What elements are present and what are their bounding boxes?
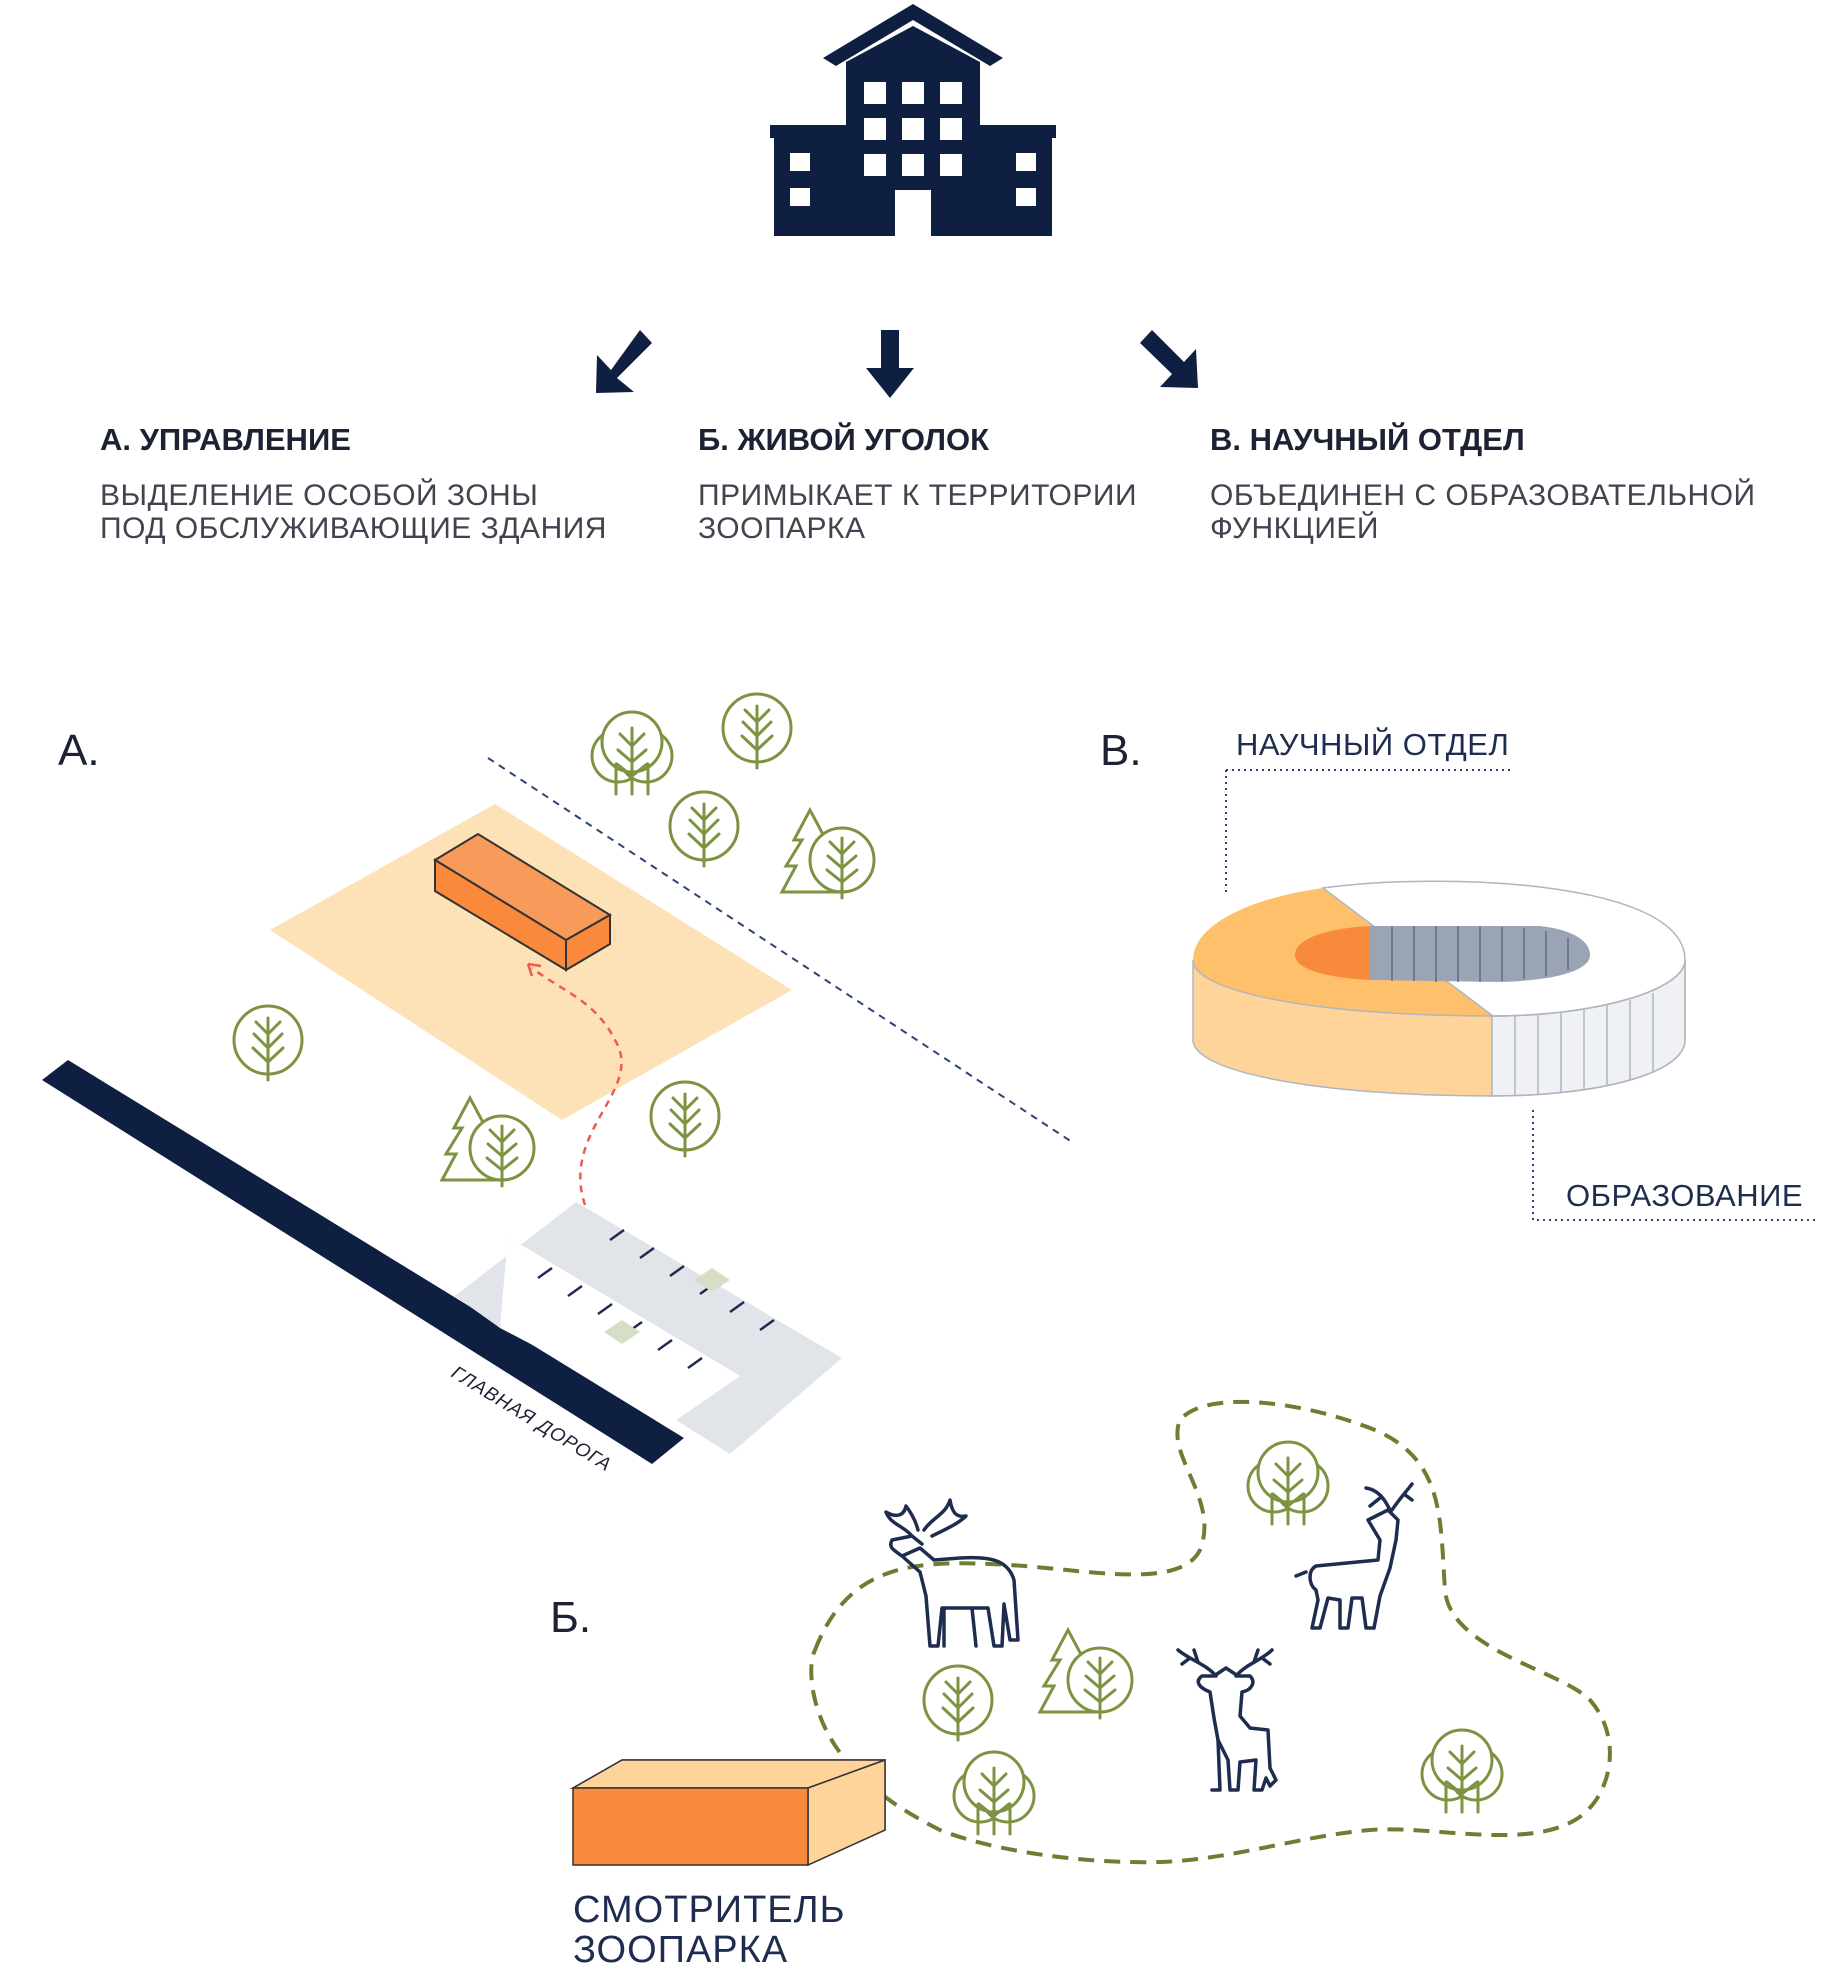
arrow-down-left-icon [596, 330, 652, 393]
zoo-territory-boundary [809, 1399, 1612, 1865]
tree-icon [922, 1664, 994, 1742]
leader-line-education [1532, 1110, 1815, 1221]
deer-icon [1294, 1482, 1414, 1630]
leader-line-science [1225, 769, 1512, 892]
section-a-letter: А. [58, 726, 100, 775]
tree-icon [780, 808, 876, 900]
tree-icon [721, 692, 793, 770]
deer-icon [1176, 1648, 1278, 1792]
column-desc-v-line2: ФУНКЦИЕЙ [1210, 511, 1379, 545]
column-desc-b-line2: ЗООПАРКА [698, 512, 866, 545]
label-education: ОБРАЗОВАНИЕ [1566, 1178, 1803, 1213]
service-zone [270, 804, 792, 1120]
tree-icon [590, 710, 674, 796]
moose-icon [884, 1498, 1020, 1648]
arrow-down-right-icon [1140, 330, 1198, 388]
service-building [433, 832, 612, 972]
label-science: НАУЧНЫЙ ОТДЕЛ [1236, 726, 1509, 762]
tree-icon [232, 1004, 304, 1082]
section-v-letter: В. [1100, 726, 1142, 775]
tree-icon [952, 1750, 1036, 1836]
section-b-letter: Б. [550, 1593, 591, 1642]
main-road [42, 1060, 684, 1464]
column-desc-v-line1: ОБЪЕДИНЕН С ОБРАЗОВАТЕЛЬНОЙ [1210, 478, 1756, 512]
column-desc-a-line1: ВЫДЕЛЕНИЕ ОСОБОЙ ЗОНЫ [100, 478, 538, 512]
arrow-down-icon [866, 330, 914, 398]
tree-icon [440, 1096, 536, 1188]
zoo-keeper-label-line2: ЗООПАРКА [573, 1929, 788, 1971]
tree-icon [668, 790, 740, 868]
tree-icon [1420, 1728, 1504, 1814]
tree-icon [649, 1080, 721, 1158]
parking-lot [455, 1202, 842, 1454]
access-path [531, 967, 623, 1206]
access-arrowhead [526, 962, 542, 977]
tree-icon [1246, 1440, 1330, 1526]
tree-icon [1038, 1628, 1134, 1720]
column-title-b: Б. ЖИВОЙ УГОЛОК [698, 421, 989, 457]
column-title-v: В. НАУЧНЫЙ ОТДЕЛ [1210, 421, 1525, 457]
column-desc-b-line1: ПРИМЫКАЕТ К ТЕРРИТОРИИ [698, 479, 1137, 512]
donut-diagram [1192, 880, 1686, 1097]
zoo-keeper-building [570, 1758, 886, 1867]
column-desc-a-line2: ПОД ОБСЛУЖИВАЮЩИЕ ЗДАНИЯ [100, 512, 607, 545]
column-title-a: А. УПРАВЛЕНИЕ [100, 422, 351, 457]
zoo-keeper-label-line1: СМОТРИТЕЛЬ [573, 1889, 846, 1931]
building-icon [770, 4, 1056, 236]
